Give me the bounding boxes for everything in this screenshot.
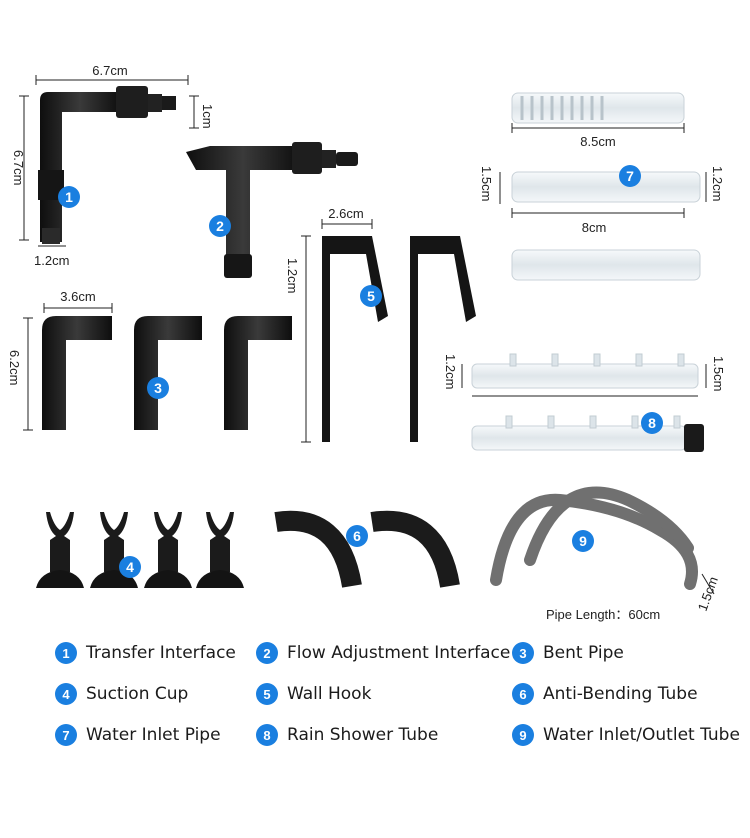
- legend-label: Suction Cup: [86, 684, 189, 704]
- dim-5-width: 2.6cm: [328, 206, 363, 221]
- legend-number: 7: [55, 724, 77, 746]
- legend-item-1: 1 Transfer Interface: [55, 642, 236, 664]
- legend-label: Water Inlet Pipe: [86, 725, 221, 745]
- svg-text:6: 6: [353, 528, 361, 544]
- wall-hook-part: [322, 236, 476, 442]
- rain-shower-tube-part: [471, 353, 704, 452]
- legend-label: Anti-Bending Tube: [543, 684, 698, 704]
- legend-item-2: 2 Flow Adjustment Interface: [256, 642, 510, 664]
- svg-text:3: 3: [154, 380, 162, 396]
- dim-1-height: 6.7cm: [11, 150, 26, 185]
- legend-label: Flow Adjustment Interface: [287, 643, 511, 663]
- dim-1-width: 6.7cm: [92, 63, 127, 78]
- legend-number: 3: [512, 642, 534, 664]
- legend-number: 5: [256, 683, 278, 705]
- badge-3: 3: [147, 377, 169, 399]
- svg-text:8: 8: [648, 415, 656, 431]
- dim-9-diameter: 1.5cm: [695, 575, 721, 613]
- water-inlet-pipe-part: [511, 92, 701, 281]
- legend-item-4: 4 Suction Cup: [55, 683, 188, 705]
- water-inlet-outlet-tube-part: [490, 486, 698, 590]
- flow-adjustment-interface-part: [186, 142, 358, 278]
- svg-text:2: 2: [216, 218, 224, 234]
- dim-1-tip: 1cm: [200, 104, 215, 129]
- svg-text:5: 5: [367, 288, 375, 304]
- legend-number: 8: [256, 724, 278, 746]
- legend-item-9: 9 Water Inlet/Outlet Tube: [512, 724, 740, 746]
- badge-7: 7: [619, 165, 641, 187]
- legend-number: 4: [55, 683, 77, 705]
- transfer-interface-part: [38, 86, 176, 244]
- dim-7-left: 1.5cm: [479, 166, 494, 201]
- svg-text:7: 7: [626, 168, 634, 184]
- dim-8-right: 1.5cm: [711, 356, 726, 391]
- bent-pipe-part: [42, 316, 292, 430]
- legend-item-8: 8 Rain Shower Tube: [256, 724, 438, 746]
- badge-9: 9: [572, 530, 594, 552]
- svg-text:4: 4: [126, 559, 134, 575]
- badge-4: 4: [119, 556, 141, 578]
- dim-7-length: 8cm: [582, 220, 607, 235]
- dim-3-width: 3.6cm: [60, 289, 95, 304]
- dim-8-left: 1.2cm: [443, 354, 458, 389]
- legend-item-7: 7 Water Inlet Pipe: [55, 724, 221, 746]
- badge-1: 1: [58, 186, 80, 208]
- dim-1-base: 1.2cm: [34, 253, 69, 268]
- anti-bending-tube-part: [274, 510, 460, 588]
- legend-item-6: 6 Anti-Bending Tube: [512, 683, 698, 705]
- legend-label: Wall Hook: [287, 684, 372, 704]
- svg-text:9: 9: [579, 533, 587, 549]
- legend-number: 1: [55, 642, 77, 664]
- badge-2: 2: [209, 215, 231, 237]
- legend-label: Bent Pipe: [543, 643, 624, 663]
- badge-8: 8: [641, 412, 663, 434]
- legend-label: Water Inlet/Outlet Tube: [543, 725, 740, 745]
- legend-number: 9: [512, 724, 534, 746]
- badge-6: 6: [346, 525, 368, 547]
- svg-text:1: 1: [65, 189, 73, 205]
- legend-item-3: 3 Bent Pipe: [512, 642, 624, 664]
- pipe-length-label: Pipe Length：60cm: [546, 607, 661, 622]
- dim-7-top-length: 8.5cm: [580, 134, 615, 149]
- legend-label: Rain Shower Tube: [287, 725, 439, 745]
- dim-5-height: 1.2cm: [285, 258, 300, 293]
- dim-3-height: 6.2cm: [7, 350, 22, 385]
- suction-cup-part: [36, 512, 244, 588]
- dim-7-right: 1.2cm: [710, 166, 725, 201]
- legend-number: 6: [512, 683, 534, 705]
- legend-number: 2: [256, 642, 278, 664]
- legend-item-5: 5 Wall Hook: [256, 683, 371, 705]
- legend-label: Transfer Interface: [86, 643, 236, 663]
- badge-5: 5: [360, 285, 382, 307]
